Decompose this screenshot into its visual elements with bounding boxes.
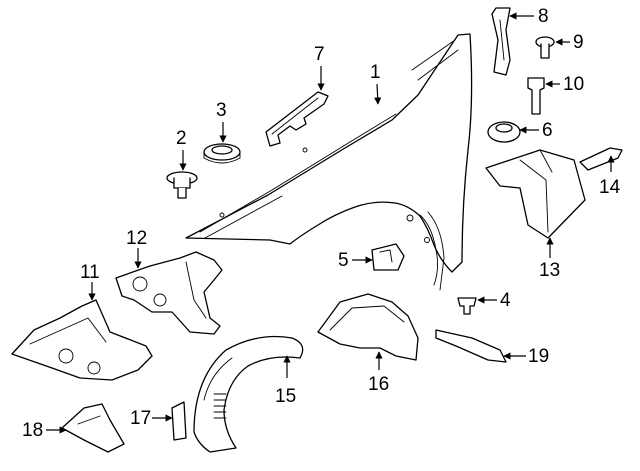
callout-18: 18: [22, 420, 67, 441]
callout-9: 9: [555, 32, 584, 53]
callout-13: 13: [539, 237, 560, 281]
svg-text:7: 7: [314, 44, 325, 65]
svg-text:16: 16: [368, 374, 389, 395]
rear-liner-part: [317, 293, 419, 361]
bolt-part: [166, 171, 198, 199]
svg-text:6: 6: [542, 120, 553, 141]
callout-17: 17: [130, 408, 173, 429]
lower-bracket-part: [11, 299, 153, 381]
grommet-part: [203, 143, 241, 164]
callout-14: 14: [599, 155, 621, 198]
callout-8: 8: [509, 6, 549, 27]
bolt-lower-part: [457, 297, 477, 315]
svg-text:3: 3: [216, 100, 227, 121]
svg-text:8: 8: [538, 6, 549, 27]
callout-6: 6: [519, 120, 553, 141]
support-bracket-part: [115, 251, 223, 335]
callout-16: 16: [368, 351, 389, 395]
svg-text:15: 15: [275, 386, 296, 407]
wheel-liner-part: [193, 335, 304, 453]
screw-part: [535, 36, 555, 59]
callout-11: 11: [80, 262, 100, 301]
stud-bolt-part: [527, 77, 545, 115]
svg-text:18: 18: [22, 420, 43, 441]
callout-10: 10: [545, 74, 584, 95]
fender-part: [185, 33, 473, 291]
callout-7: 7: [314, 44, 325, 91]
callout-15: 15: [275, 355, 296, 407]
svg-text:19: 19: [528, 346, 549, 367]
svg-text:13: 13: [539, 260, 560, 281]
svg-text:1: 1: [370, 62, 381, 83]
svg-text:12: 12: [126, 228, 147, 249]
lower-strip-part: [435, 329, 507, 363]
svg-text:4: 4: [500, 290, 511, 311]
svg-text:14: 14: [599, 177, 621, 198]
clip-part: [371, 243, 405, 271]
duct-panel-part: [485, 149, 586, 239]
callout-1: 1: [370, 62, 382, 105]
callout-3: 3: [216, 100, 227, 143]
svg-text:2: 2: [176, 128, 187, 149]
svg-text:5: 5: [338, 250, 349, 271]
callout-19: 19: [503, 346, 549, 367]
callout-4: 4: [477, 290, 511, 311]
callout-12: 12: [126, 228, 147, 269]
small-bracket-part: [579, 147, 623, 171]
round-pad-part: [487, 121, 521, 143]
svg-text:11: 11: [80, 262, 100, 283]
callout-5: 5: [338, 250, 373, 271]
cover-part: [61, 403, 125, 453]
callout-2: 2: [176, 128, 187, 171]
svg-text:10: 10: [563, 74, 584, 95]
small-panel-part: [171, 401, 187, 441]
pillar-trim-part: [491, 7, 511, 76]
svg-text:9: 9: [573, 32, 584, 53]
svg-text:17: 17: [130, 408, 151, 429]
upper-bracket-part: [265, 91, 329, 147]
